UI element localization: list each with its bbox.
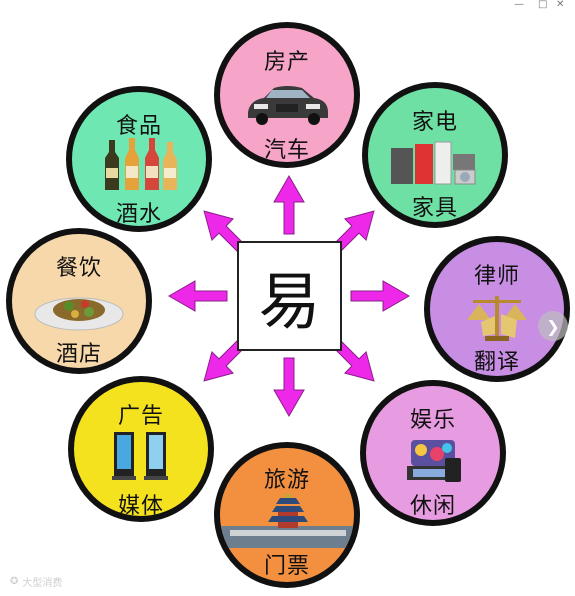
watermark-logo-icon: ✪	[10, 576, 19, 587]
arrow-right-icon	[350, 280, 411, 312]
appliances-icon	[368, 140, 502, 196]
category-bottom-label: 汽车	[263, 138, 310, 163]
category-top-label: 餐饮	[55, 256, 102, 281]
category-appliances: 家电 家具	[362, 82, 508, 228]
category-lawyer: 律师 翻译	[424, 236, 570, 382]
category-bottom-label: 酒店	[55, 342, 102, 367]
window-title-bar: — □ ✕	[0, 0, 575, 14]
category-media: 广告 媒体	[68, 376, 214, 522]
category-restaurant: 餐饮 酒店	[6, 228, 152, 374]
category-bottom-label: 翻译	[473, 350, 520, 375]
chevron-right-icon[interactable]: ❯	[538, 311, 568, 341]
category-tickets: 旅游 门票	[214, 442, 360, 588]
arrow-up-icon	[273, 174, 305, 235]
dish-icon	[12, 284, 146, 340]
minimize-icon[interactable]: —	[514, 0, 524, 10]
car-icon	[220, 82, 354, 138]
center-character: 易	[258, 265, 321, 338]
category-top-label: 房产	[263, 50, 310, 75]
category-top-label: 食品	[115, 114, 162, 139]
temple-of-heaven-icon	[220, 492, 354, 548]
digital-signage-icon	[74, 430, 208, 486]
category-top-label: 旅游	[263, 468, 310, 493]
category-bottom-label: 休闲	[409, 494, 456, 519]
close-icon[interactable]: ✕	[556, 0, 565, 10]
devices-icon	[366, 436, 500, 492]
maximize-icon[interactable]: □	[538, 0, 548, 10]
category-house-car: 房产 汽车	[214, 22, 360, 168]
arrow-down-icon	[273, 357, 305, 418]
category-bottom-label: 家具	[411, 196, 458, 221]
category-top-label: 家电	[411, 110, 458, 135]
category-food-drink: 食品 酒水	[66, 86, 212, 232]
watermark: ✪ 大型消费	[10, 574, 62, 589]
category-bottom-label: 媒体	[117, 494, 164, 519]
watermark-text: 大型消费	[22, 578, 63, 589]
arrow-left-icon	[167, 280, 228, 312]
center-box: 易	[237, 241, 342, 351]
category-bottom-label: 酒水	[115, 202, 162, 227]
category-entertainment: 娱乐 休闲	[360, 380, 506, 526]
category-top-label: 广告	[117, 404, 164, 429]
bottles-icon	[72, 136, 206, 192]
scales-of-justice-icon	[430, 292, 564, 348]
category-top-label: 娱乐	[409, 408, 456, 433]
category-top-label: 律师	[473, 264, 520, 289]
category-bottom-label: 门票	[263, 554, 310, 579]
